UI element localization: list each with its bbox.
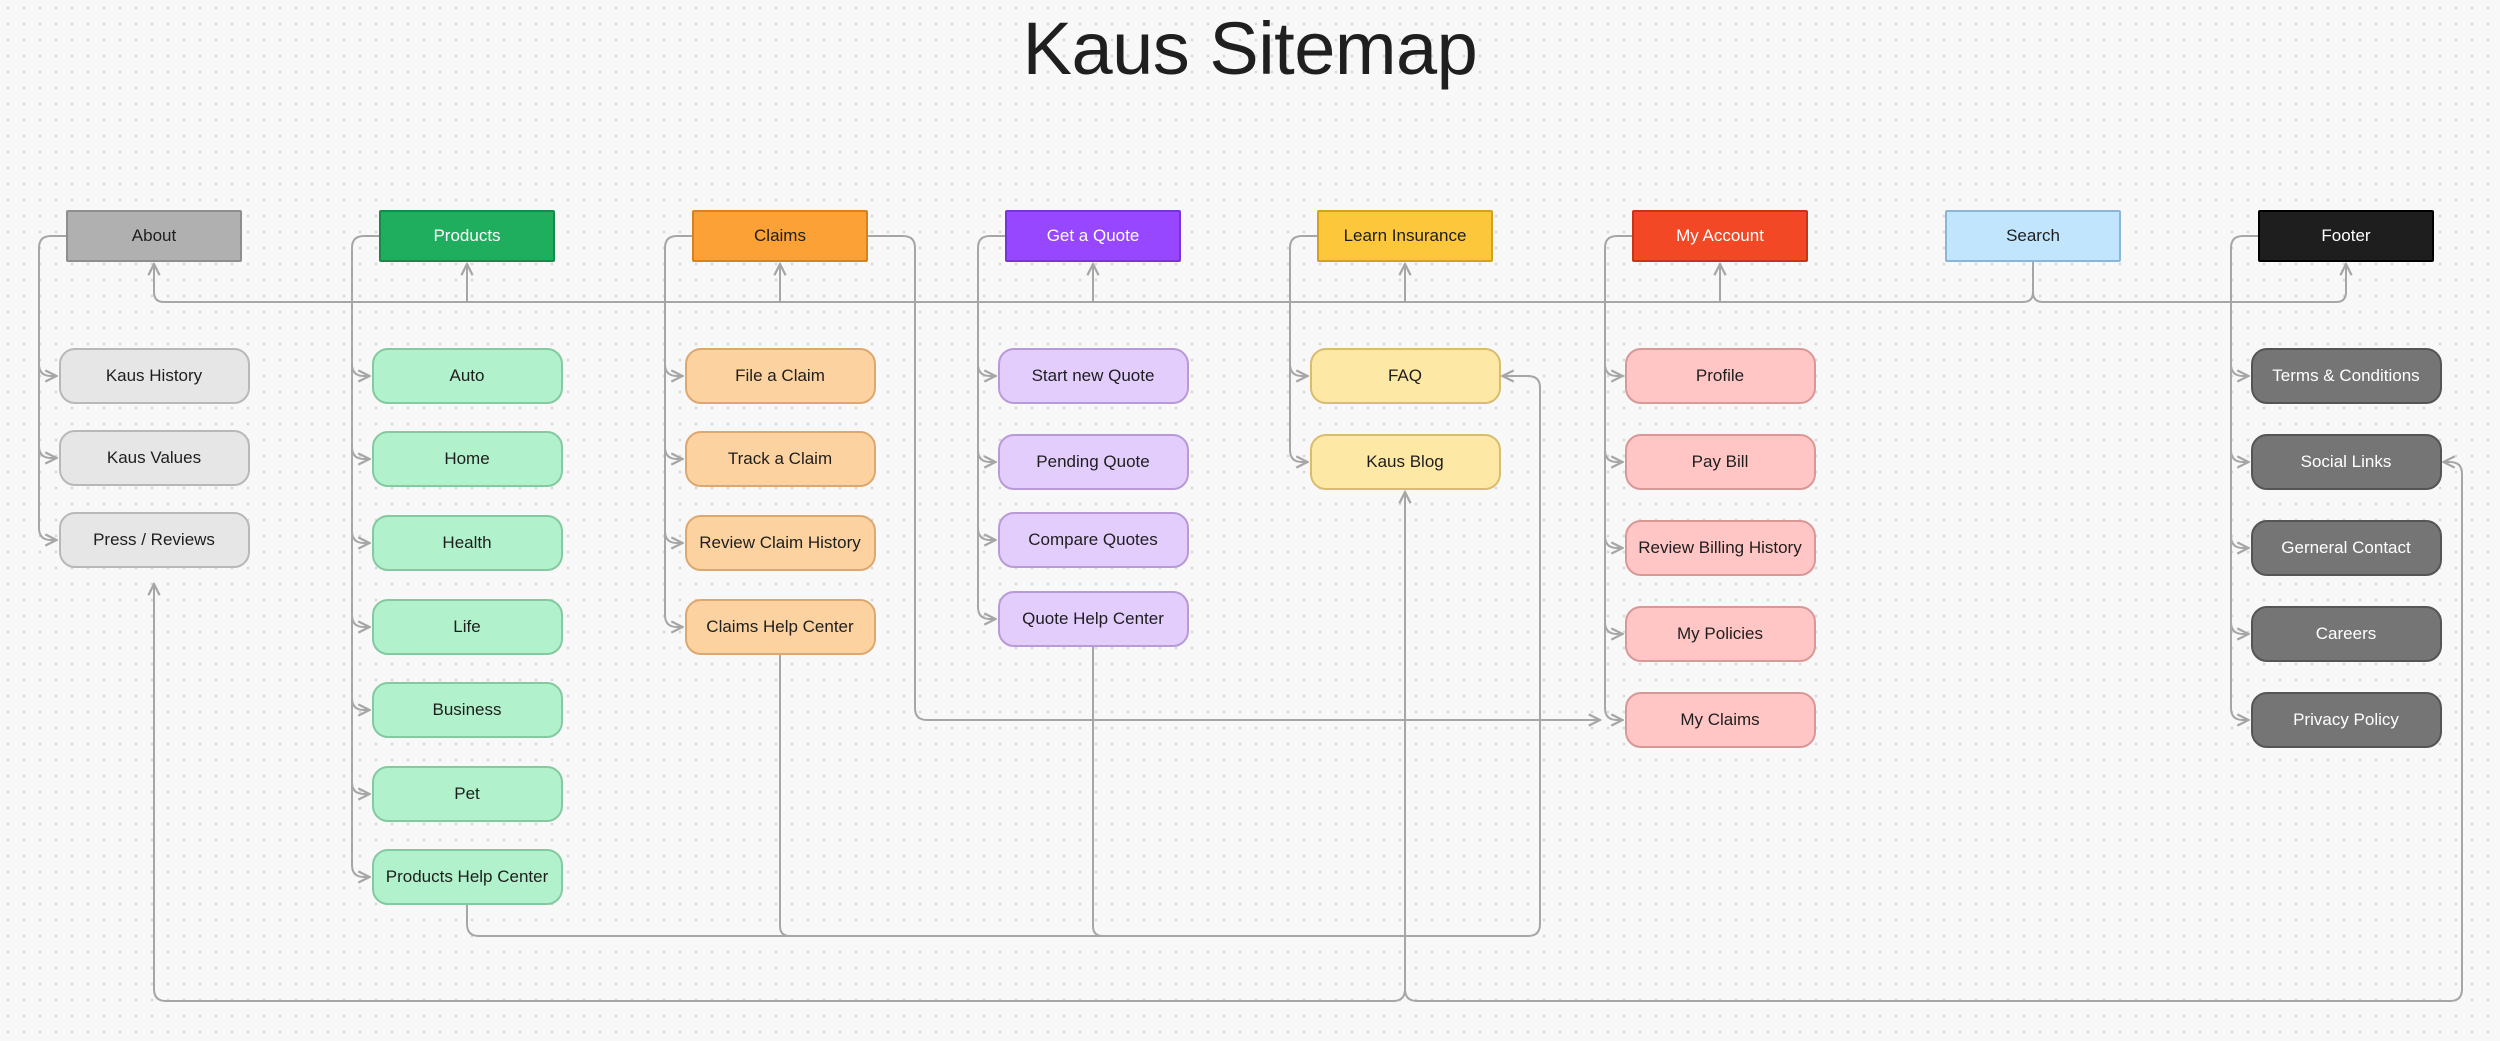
branch-health xyxy=(351,530,370,543)
branch-quote-help-center xyxy=(977,606,996,619)
branch-products-help-center xyxy=(351,864,370,877)
node-claims-help-center[interactable]: Claims Help Center xyxy=(684,599,876,655)
branch-life xyxy=(351,614,370,627)
branch-home xyxy=(351,446,370,459)
trunk-learn xyxy=(1289,235,1317,450)
header-search[interactable]: Search xyxy=(1945,210,2121,262)
node-careers[interactable]: Careers xyxy=(2250,606,2442,662)
branch-my-claims xyxy=(1604,707,1623,720)
branch-pay-bill xyxy=(1604,449,1623,462)
header-claims[interactable]: Claims xyxy=(692,210,868,262)
node-press-reviews[interactable]: Press / Reviews xyxy=(58,512,250,568)
node-review-claim-history[interactable]: Review Claim History xyxy=(684,515,876,571)
node-pending-quote[interactable]: Pending Quote xyxy=(997,434,1189,490)
branch-privacy-policy xyxy=(2230,707,2249,720)
trunk-account xyxy=(1604,235,1632,708)
node-file-a-claim[interactable]: File a Claim xyxy=(684,348,876,404)
branch-review-billing-history xyxy=(1604,535,1623,548)
branch-file-a-claim xyxy=(664,363,683,376)
branch-compare-quotes xyxy=(977,527,996,540)
branch-terms-conditions xyxy=(2230,363,2249,376)
trunk-about xyxy=(38,235,66,528)
node-track-a-claim[interactable]: Track a Claim xyxy=(684,431,876,487)
help-centers-to-faq xyxy=(466,376,1541,937)
header-quote[interactable]: Get a Quote xyxy=(1005,210,1181,262)
node-faq[interactable]: FAQ xyxy=(1309,348,1501,404)
node-review-billing-history[interactable]: Review Billing History xyxy=(1624,520,1816,576)
node-kaus-history[interactable]: Kaus History xyxy=(58,348,250,404)
branch-kaus-history xyxy=(38,363,57,376)
trunk-claims xyxy=(664,235,692,615)
branch-careers xyxy=(2230,621,2249,634)
node-my-claims[interactable]: My Claims xyxy=(1624,692,1816,748)
trunk-quote xyxy=(977,235,1005,607)
branch-start-new-quote xyxy=(977,363,996,376)
search-bus-right xyxy=(2032,264,2346,303)
node-home[interactable]: Home xyxy=(371,431,563,487)
loop-to-social-links xyxy=(1404,462,2463,1002)
node-health[interactable]: Health xyxy=(371,515,563,571)
node-my-policies[interactable]: My Policies xyxy=(1624,606,1816,662)
node-compare-quotes[interactable]: Compare Quotes xyxy=(997,512,1189,568)
node-social-links[interactable]: Social Links xyxy=(2250,434,2442,490)
branch-gerneral-contact xyxy=(2230,535,2249,548)
node-products-help-center[interactable]: Products Help Center xyxy=(371,849,563,905)
claims-to-my-claims xyxy=(868,235,1600,720)
node-gerneral-contact[interactable]: Gerneral Contact xyxy=(2250,520,2442,576)
quote-help-to-faq xyxy=(1092,647,1104,937)
branch-profile xyxy=(1604,363,1623,376)
branch-track-a-claim xyxy=(664,446,683,459)
node-kaus-values[interactable]: Kaus Values xyxy=(58,430,250,486)
branch-review-claim-history xyxy=(664,530,683,543)
node-business[interactable]: Business xyxy=(371,682,563,738)
node-life[interactable]: Life xyxy=(371,599,563,655)
header-about[interactable]: About xyxy=(66,210,242,262)
branch-claims-help-center xyxy=(664,614,683,627)
header-account[interactable]: My Account xyxy=(1632,210,1808,262)
branch-pending-quote xyxy=(977,449,996,462)
node-terms-conditions[interactable]: Terms & Conditions xyxy=(2250,348,2442,404)
branch-press-reviews xyxy=(38,527,57,540)
node-privacy-policy[interactable]: Privacy Policy xyxy=(2250,692,2442,748)
loop-to-press-reviews xyxy=(154,584,1406,1002)
branch-pet xyxy=(351,781,370,794)
trunk-footer xyxy=(2230,235,2258,708)
node-pay-bill[interactable]: Pay Bill xyxy=(1624,434,1816,490)
node-pet[interactable]: Pet xyxy=(371,766,563,822)
branch-faq xyxy=(1289,363,1308,376)
branch-social-links xyxy=(2230,449,2249,462)
branch-my-policies xyxy=(1604,621,1623,634)
claims-help-to-faq xyxy=(779,655,791,937)
branch-kaus-blog xyxy=(1289,449,1308,462)
header-products[interactable]: Products xyxy=(379,210,555,262)
node-start-new-quote[interactable]: Start new Quote xyxy=(997,348,1189,404)
page-title: Kaus Sitemap xyxy=(1022,7,1478,90)
branch-kaus-values xyxy=(38,445,57,458)
header-footer[interactable]: Footer xyxy=(2258,210,2434,262)
branch-auto xyxy=(351,363,370,376)
node-profile[interactable]: Profile xyxy=(1624,348,1816,404)
header-learn[interactable]: Learn Insurance xyxy=(1317,210,1493,262)
trunk-products xyxy=(351,235,379,865)
node-quote-help-center[interactable]: Quote Help Center xyxy=(997,591,1189,647)
node-kaus-blog[interactable]: Kaus Blog xyxy=(1309,434,1501,490)
branch-business xyxy=(351,697,370,710)
node-auto[interactable]: Auto xyxy=(371,348,563,404)
